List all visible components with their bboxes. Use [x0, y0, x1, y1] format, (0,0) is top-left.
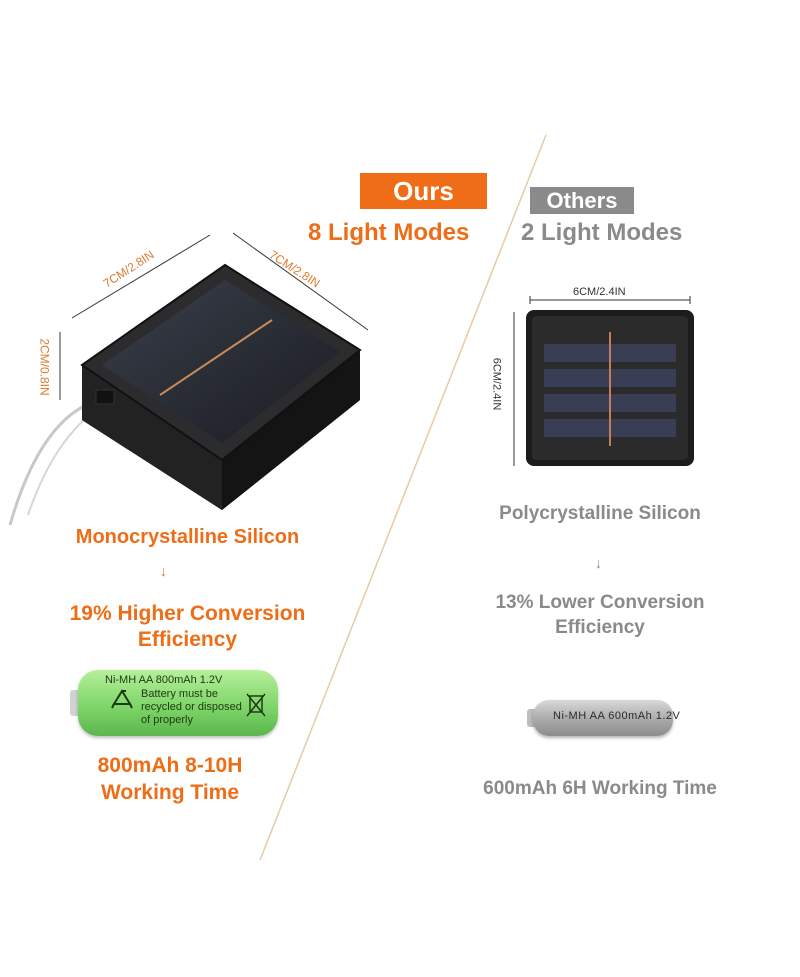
- others-light-modes: 2 Light Modes: [521, 219, 683, 246]
- ours-conversion-line1: 19% Higher Conversion: [69, 602, 306, 625]
- ours-conversion-line2: Efficiency: [137, 628, 238, 651]
- ours-battery-label-4: of properly: [141, 714, 193, 726]
- ours-battery-label-3: recycled or disposed: [141, 701, 242, 713]
- others-dim-width: 6CM/2.4IN: [573, 286, 626, 298]
- ours-material-label: Monocrystalline Silicon: [75, 526, 300, 548]
- ours-battery-terminal: [70, 690, 80, 716]
- ours-conversion-text: 19% Higher Conversion Efficiency: [40, 601, 335, 653]
- others-dim-height: 6CM/2.4IN: [490, 357, 503, 411]
- recycle-icon: [111, 689, 133, 709]
- others-battery-terminal: [527, 709, 535, 727]
- ours-battery-label-2: Battery must be: [141, 688, 219, 700]
- ours-capacity-line1: 800mAh 8-10H: [97, 754, 243, 777]
- ours-battery-label-1: Ni-MH AA 800mAh 1.2V: [105, 674, 223, 686]
- others-conversion-text: 13% Lower Conversion Efficiency: [460, 590, 740, 640]
- ours-solar-panel-image: [8, 263, 362, 526]
- others-conversion-line2: Efficiency: [555, 617, 645, 638]
- ours-down-arrow-icon: ↓: [160, 563, 167, 579]
- ours-capacity-line2: Working Time: [100, 781, 240, 804]
- others-solar-panel-image: [513, 296, 694, 466]
- others-capacity-text: 600mAh 6H Working Time: [483, 778, 717, 799]
- ours-light-modes: 8 Light Modes: [308, 219, 470, 246]
- others-conversion-line1: 13% Lower Conversion: [495, 592, 705, 613]
- ours-capacity-text: 800mAh 8-10H Working Time: [40, 752, 300, 806]
- others-battery-image: [533, 700, 673, 736]
- others-material-label: Polycrystalline Silicon: [499, 503, 701, 524]
- ours-battery-image: [78, 670, 278, 736]
- ours-dimension-lines: [59, 232, 369, 400]
- others-down-arrow-icon: ↓: [595, 555, 602, 571]
- others-battery-label: Ni-MH AA 600mAh 1.2V: [553, 710, 681, 722]
- crossed-bin-icon: [246, 693, 266, 717]
- others-badge: Others: [530, 187, 634, 214]
- ours-badge: Ours: [360, 173, 487, 209]
